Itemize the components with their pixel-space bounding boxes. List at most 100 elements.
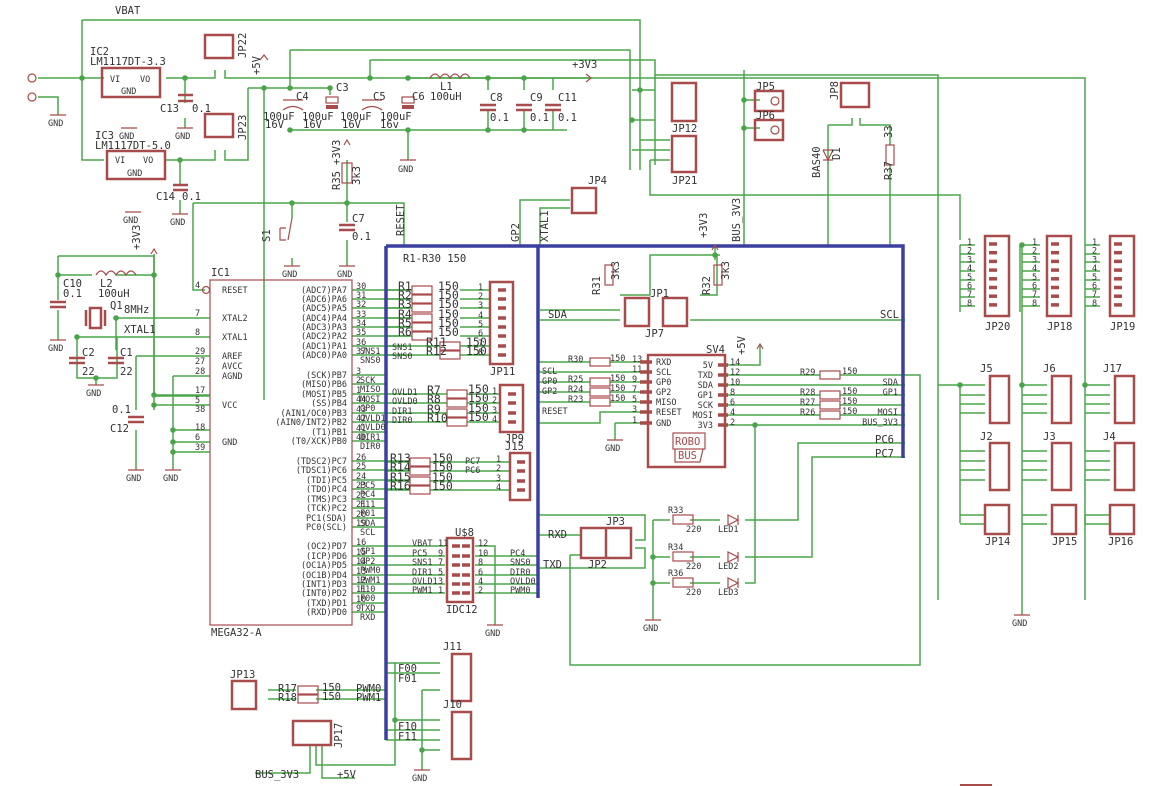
sv4-resistor[interactable] [589, 397, 611, 407]
c6-capacitor[interactable] [401, 96, 415, 104]
jp20-connector[interactable] [983, 234, 1011, 318]
jp7-connector[interactable] [623, 296, 651, 328]
jp11-resistor[interactable] [411, 303, 433, 313]
ic1-mcu[interactable] [209, 279, 353, 626]
j3-connector[interactable] [1050, 441, 1073, 492]
r18-resistor[interactable] [297, 694, 319, 704]
c14-capacitor[interactable] [173, 183, 188, 192]
jp11-resistor[interactable] [439, 350, 461, 360]
sv4-resistor[interactable] [589, 357, 611, 367]
q1-crystal[interactable] [84, 310, 107, 326]
sv4-resistor[interactable] [819, 400, 841, 410]
c13-capacitor[interactable] [178, 93, 193, 103]
r17-resistor[interactable] [297, 685, 319, 695]
j15-resistor[interactable] [409, 457, 431, 467]
c5-capacitor[interactable] [361, 99, 383, 111]
input-terminal-2[interactable] [27, 92, 37, 102]
jp9-resistor[interactable] [446, 389, 468, 399]
jp1-connector[interactable] [661, 296, 689, 328]
jp5-connector[interactable] [753, 89, 785, 113]
c4-capacitor[interactable] [282, 99, 304, 111]
junction-dot [344, 200, 350, 206]
idc12-connector[interactable] [445, 536, 475, 604]
sv4-pin-name: SCL [656, 368, 671, 378]
j15-resistor[interactable] [409, 466, 431, 476]
c10-capacitor[interactable] [50, 300, 66, 309]
r37-resistor[interactable] [885, 144, 895, 166]
c8-capacitor[interactable] [480, 103, 496, 112]
jp8-connector[interactable] [839, 81, 871, 109]
resistor-ref: R30 [568, 355, 583, 365]
jp16-connector[interactable] [1108, 503, 1136, 536]
j15-resistor[interactable] [409, 485, 431, 495]
jp4-connector[interactable] [570, 186, 598, 215]
jp11-resistor[interactable] [411, 322, 433, 332]
jp11-resistor[interactable] [411, 331, 433, 341]
jp9-resistor[interactable] [446, 417, 468, 427]
r32-resistor[interactable] [713, 264, 723, 286]
c2-capacitor[interactable] [69, 356, 85, 365]
s1-switch[interactable] [279, 217, 293, 241]
jp12-connector[interactable] [670, 81, 698, 123]
j15-connector[interactable] [508, 451, 532, 502]
ic2-regulator[interactable] [100, 66, 162, 99]
sv4-resistor[interactable] [819, 390, 841, 400]
jp11-resistor[interactable] [439, 341, 461, 351]
j2-connector[interactable] [988, 441, 1011, 492]
jp11-resistor[interactable] [411, 294, 433, 304]
junction-dot [367, 75, 373, 81]
j10-connector[interactable] [450, 710, 473, 761]
jp6-connector[interactable] [753, 118, 785, 142]
jp18-connector[interactable] [1045, 234, 1073, 318]
j4-connector[interactable] [1113, 441, 1136, 492]
c11-capacitor[interactable] [545, 103, 561, 112]
sv4-resistor[interactable] [589, 377, 611, 387]
jp11-connector[interactable] [488, 280, 515, 366]
c7-capacitor[interactable] [339, 223, 355, 232]
jp17-connector[interactable] [291, 719, 333, 747]
j6-connector[interactable] [1050, 374, 1073, 425]
j17-connector[interactable] [1113, 374, 1136, 425]
jp14-connector[interactable] [983, 503, 1011, 536]
jp23-label: JP23 [237, 115, 249, 140]
jp15-connector[interactable] [1050, 503, 1078, 536]
resistor-ref: R1 [398, 279, 412, 293]
j15-resistor[interactable] [409, 476, 431, 486]
jp23-connector[interactable] [203, 112, 235, 139]
j11-connector[interactable] [450, 652, 473, 703]
jp11-resistor[interactable] [411, 313, 433, 323]
jp9-resistor[interactable] [446, 398, 468, 408]
r36-resistor[interactable] [672, 577, 694, 588]
input-terminal-1[interactable] [27, 73, 37, 83]
sv4-resistor[interactable] [589, 387, 611, 397]
l1-inductor[interactable] [429, 73, 471, 80]
led3[interactable] [727, 577, 740, 589]
d1-diode[interactable] [822, 149, 834, 162]
jp19-connector[interactable] [1108, 234, 1136, 318]
led2[interactable] [727, 551, 740, 563]
led1[interactable] [727, 514, 740, 526]
jp11-resistor[interactable] [411, 285, 433, 295]
junction-dot [752, 422, 758, 428]
r31-resistor[interactable] [604, 264, 614, 286]
r34-resistor[interactable] [672, 551, 694, 562]
c12-capacitor[interactable] [128, 415, 144, 424]
jp21-connector[interactable] [670, 134, 698, 174]
mcu-pin-name: (TDSC1)PC6 [296, 466, 347, 476]
j5-connector[interactable] [988, 374, 1011, 425]
r33-resistor[interactable] [672, 514, 694, 525]
jp9-resistor[interactable] [446, 408, 468, 418]
jp22-connector[interactable] [203, 33, 235, 60]
sv4-pin-name: GP2 [656, 388, 671, 398]
mcu-pin-name: (OC1B)PD4 [301, 571, 347, 581]
jp9-connector[interactable] [498, 383, 525, 434]
c3-capacitor[interactable] [325, 96, 339, 104]
sv4-resistor[interactable] [819, 410, 841, 420]
r35-resistor[interactable] [341, 162, 353, 184]
l2-inductor[interactable] [95, 270, 137, 277]
ic3-regulator[interactable] [105, 149, 167, 181]
c9-capacitor[interactable] [516, 103, 532, 112]
jp13-connector[interactable] [230, 679, 258, 711]
sv4-resistor[interactable] [819, 370, 841, 380]
c1-capacitor[interactable] [108, 356, 124, 365]
